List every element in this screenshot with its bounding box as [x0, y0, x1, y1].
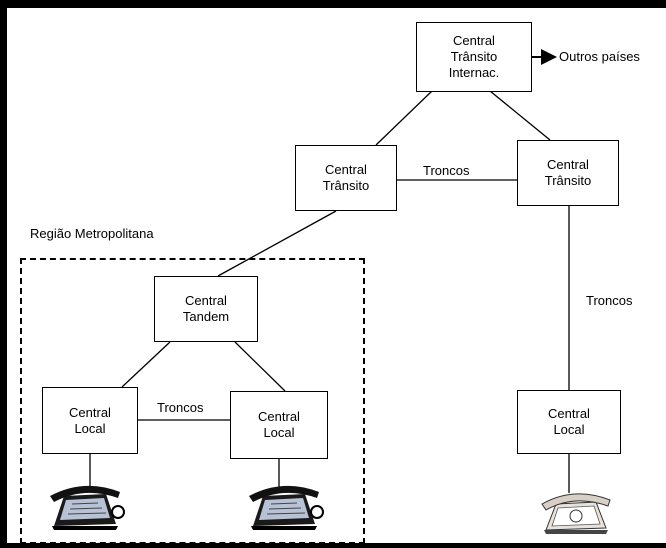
label-trunks-bottom: Troncos [157, 400, 204, 415]
frame-border-left [0, 0, 7, 548]
metro-region-boundary [20, 258, 365, 544]
link-tandem-to-local-middle [234, 341, 286, 392]
link-intl-to-transit-left [375, 90, 433, 146]
node-label: Central Trânsito [322, 162, 370, 193]
node-label: Central Local [69, 404, 111, 436]
telephone-icon [541, 493, 611, 534]
node-label: Central Trânsito [544, 157, 592, 188]
telephone-icon [249, 485, 324, 530]
node-label: Central Local [548, 406, 590, 437]
link-intl-to-transit-right [489, 90, 551, 141]
link-transit-to-tandem [217, 210, 337, 277]
node-label: Central Tandem [182, 293, 230, 324]
node-local-right: Central Local [517, 390, 621, 454]
node-transit-right: Central Trânsito [517, 140, 619, 206]
node-transit-left: Central Trânsito [295, 145, 397, 211]
node-label: Central Trânsito Internac. [448, 33, 500, 80]
frame-border-bottom [0, 543, 666, 548]
label-metro-region: Região Metropolitana [30, 226, 154, 241]
label-trunks-top: Troncos [423, 163, 470, 178]
node-international-transit: Central Trânsito Internac. [416, 22, 532, 92]
frame-border-top [0, 0, 666, 8]
node-tandem: Central Tandem [154, 276, 258, 342]
link-tandem-to-local-left [121, 341, 171, 388]
node-local-left: Central Local [42, 387, 138, 454]
label-other-countries: Outros países [559, 49, 640, 64]
node-label: Central Local [258, 409, 300, 440]
telephone-icon [50, 485, 125, 530]
node-local-middle: Central Local [230, 391, 328, 459]
label-trunks-right: Troncos [586, 293, 633, 308]
